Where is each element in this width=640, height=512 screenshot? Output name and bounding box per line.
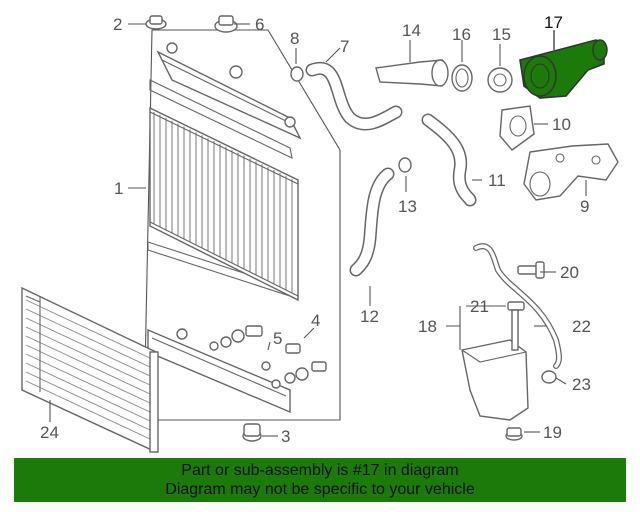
callout-15: 15	[492, 25, 511, 44]
condenser	[21, 286, 159, 454]
callout-5: 5	[273, 329, 282, 348]
radiator-core	[149, 106, 299, 302]
callout-20: 20	[560, 263, 579, 282]
callout-21: 21	[470, 297, 489, 316]
callout-1: 1	[114, 179, 123, 198]
radiator-cap-2	[145, 15, 167, 30]
radiator-upper-tank	[156, 42, 302, 140]
callout-4: 4	[311, 311, 320, 330]
callout-19: 19	[543, 423, 562, 442]
footer-line-2: Diagram may not be specific to your vehi…	[165, 481, 475, 498]
callout-3: 3	[281, 427, 290, 446]
radiator-lower-tank	[147, 328, 291, 414]
callout-11: 11	[488, 171, 506, 190]
hose-clamp-8	[290, 66, 304, 82]
parts-diagram: 2 6 1 3 4 5 8 7 14 16 15 17 10 11 9 13 1…	[21, 13, 619, 454]
clamp-23	[541, 370, 557, 384]
water-outlet-17-highlighted[interactable]	[519, 39, 608, 99]
callout-10: 10	[552, 115, 571, 134]
callout-18: 18	[418, 317, 437, 336]
reservoir-tank-18	[461, 339, 529, 421]
water-housing-9	[523, 143, 619, 201]
reservoir-cap-19	[505, 427, 523, 441]
callout-13: 13	[398, 197, 417, 216]
callout-16: 16	[452, 25, 471, 44]
callout-9: 9	[580, 197, 589, 216]
gasket-16	[451, 64, 473, 92]
drain-plug-3	[242, 423, 262, 442]
footer-line-1: Part or sub-assembly is #17 in diagram	[181, 462, 459, 479]
callout-labels: 2 6 1 3 4 5 8 7 14 16 15 17 10 11 9 13 1…	[40, 13, 591, 446]
water-inlet-14	[375, 59, 449, 87]
thermostat-15	[487, 67, 513, 93]
callout-7: 7	[340, 37, 349, 56]
callout-6: 6	[255, 15, 264, 34]
callout-2: 2	[113, 15, 122, 34]
radiator-cap-6	[214, 15, 238, 33]
callout-14: 14	[402, 21, 421, 40]
gasket-10	[499, 105, 535, 151]
callout-8: 8	[290, 29, 299, 48]
bolt-20	[517, 261, 545, 279]
callout-12: 12	[360, 307, 379, 326]
callout-17: 17	[544, 13, 563, 32]
callout-22: 22	[572, 317, 591, 336]
reservoir-cap-21	[507, 301, 525, 351]
callout-23: 23	[572, 375, 591, 394]
drain-cock-parts	[209, 325, 327, 389]
radiator-seal-upper	[149, 79, 293, 159]
callout-24: 24	[40, 423, 59, 442]
hose-clamp-13	[398, 157, 412, 173]
footer-banner: Part or sub-assembly is #17 in diagram D…	[14, 458, 626, 502]
leader-lines	[49, 23, 587, 437]
